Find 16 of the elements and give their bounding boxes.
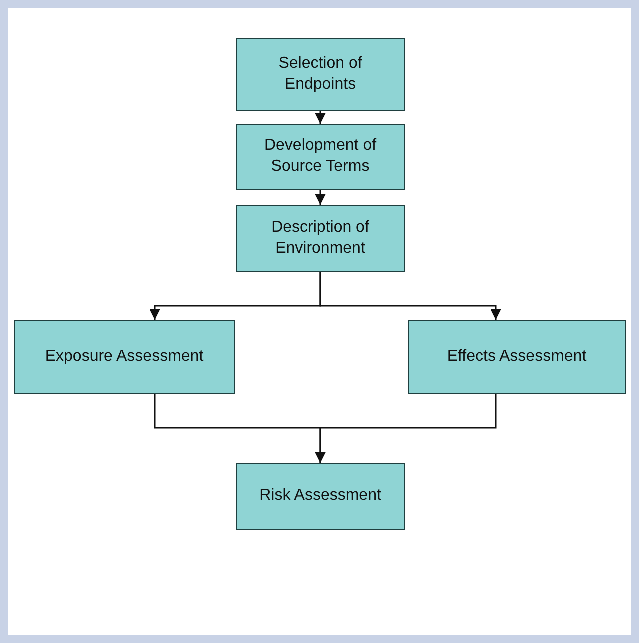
box-label: Risk Assessment — [260, 486, 382, 506]
process-box — [236, 124, 405, 190]
arrow — [315, 190, 326, 205]
arrow — [320, 272, 502, 320]
process-box — [236, 463, 405, 530]
process-box — [14, 320, 235, 394]
process-box — [408, 320, 626, 394]
arrow — [315, 394, 497, 463]
arrow — [315, 111, 326, 124]
box-label: Effects Assessment — [447, 346, 587, 367]
process-box — [236, 38, 405, 111]
box-label: Development of Source Terms — [263, 136, 378, 177]
box-label: Description of Environment — [270, 218, 370, 258]
process-box — [236, 205, 405, 272]
box-label: Exposure Assessment — [45, 346, 204, 367]
box-label: Selection of Endpoints — [278, 54, 364, 94]
